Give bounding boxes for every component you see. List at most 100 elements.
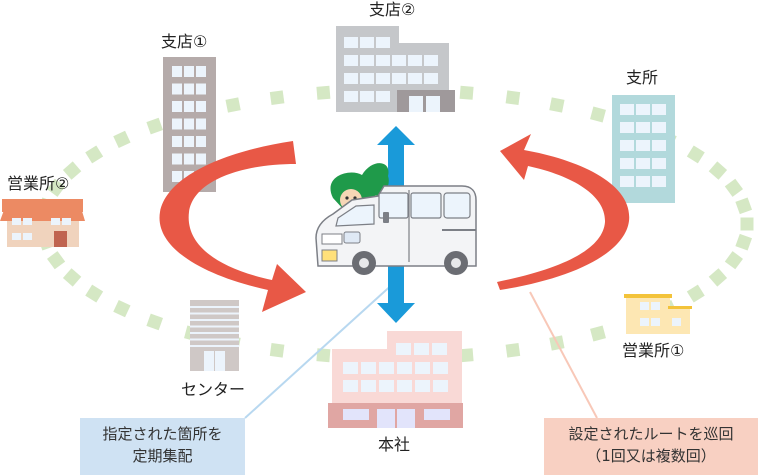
- window: [414, 343, 429, 355]
- window: [376, 37, 390, 48]
- window: [379, 380, 394, 392]
- window: [433, 362, 448, 374]
- window: [184, 66, 194, 77]
- window: [392, 55, 406, 66]
- window: [196, 83, 206, 95]
- window: [196, 118, 206, 130]
- louver-stripe: [190, 319, 239, 321]
- label-head-office: 本社: [378, 435, 411, 454]
- sales-office-2-building: [0, 199, 85, 247]
- window: [184, 101, 194, 112]
- callout-route-patrol: 設定されたルートを巡回 （1回又は複数回）: [544, 418, 758, 475]
- window: [344, 55, 358, 66]
- route-dot: [146, 117, 164, 135]
- route-dot: [735, 233, 753, 251]
- window: [360, 91, 374, 102]
- window: [620, 140, 634, 151]
- building-windows: [396, 343, 447, 355]
- window: [361, 362, 376, 374]
- route-dot: [686, 284, 705, 303]
- building-windows: [344, 91, 390, 102]
- window: [636, 122, 650, 133]
- window: [343, 362, 358, 374]
- route-dot: [735, 197, 753, 215]
- window: [433, 380, 448, 392]
- branch-store-2-building: [336, 26, 455, 112]
- route-dot: [459, 85, 474, 100]
- window: [184, 136, 194, 147]
- window: [344, 37, 358, 48]
- route-dot: [269, 342, 285, 358]
- route-dot: [459, 348, 474, 363]
- window: [652, 104, 666, 115]
- callout-scheduled-pickup-line2: 定期集配: [132, 447, 193, 465]
- window: [172, 153, 182, 165]
- window: [184, 153, 194, 165]
- route-dot: [708, 268, 728, 287]
- loop-arrow-right: [497, 134, 630, 290]
- louver-stripe: [190, 325, 239, 328]
- window: [652, 140, 666, 151]
- loop-arrow-left: [159, 141, 306, 312]
- window: [636, 140, 650, 151]
- route-dot: [113, 299, 131, 318]
- window: [361, 380, 376, 392]
- window: [196, 153, 206, 165]
- window: [652, 176, 666, 187]
- callout-route-patrol-line2: （1回又は複数回）: [586, 447, 716, 465]
- leader-line-scheduled-pickup: [244, 281, 396, 419]
- route-dot: [708, 161, 728, 180]
- window: [172, 136, 182, 147]
- route-dot: [225, 97, 241, 113]
- window: [652, 122, 666, 133]
- route-dot: [316, 85, 331, 100]
- louver-stripe: [190, 312, 239, 315]
- window: [184, 118, 194, 130]
- window: [636, 176, 650, 187]
- label-branch-office: 支所: [626, 68, 659, 87]
- window: [396, 343, 411, 355]
- window: [392, 73, 406, 84]
- building-windows: [343, 362, 448, 392]
- route-dot: [740, 217, 754, 231]
- window: [620, 104, 634, 115]
- route-dot: [62, 161, 82, 180]
- route-dot: [724, 251, 743, 270]
- center-building: [190, 300, 239, 371]
- window: [172, 101, 182, 112]
- window: [344, 73, 358, 84]
- route-dot: [724, 178, 743, 197]
- window: [636, 104, 650, 115]
- window: [172, 66, 182, 77]
- louver-stripe: [190, 332, 239, 334]
- window: [397, 362, 412, 374]
- window: [424, 73, 438, 84]
- route-dot: [62, 268, 82, 287]
- window: [376, 73, 390, 84]
- window: [415, 362, 430, 374]
- window: [376, 55, 390, 66]
- window: [376, 91, 390, 102]
- delivery-van: [315, 163, 477, 275]
- window: [196, 66, 206, 77]
- window: [172, 171, 182, 182]
- label-branch-store-1: 支店①: [161, 32, 208, 51]
- building-windows: [172, 66, 206, 182]
- window: [196, 101, 206, 112]
- window: [424, 55, 438, 66]
- window: [415, 380, 430, 392]
- window: [360, 73, 374, 84]
- window: [620, 158, 634, 169]
- route-dot: [590, 106, 606, 123]
- route-dot: [590, 325, 606, 342]
- louver-stripe: [190, 345, 239, 347]
- window: [408, 55, 422, 66]
- callout-scheduled-pickup: 指定された箇所を 定期集配: [80, 418, 245, 475]
- window: [620, 122, 634, 133]
- head-office-building: [328, 331, 463, 428]
- louver-stripe: [190, 338, 239, 341]
- window: [344, 91, 358, 102]
- branch-office-building: [612, 95, 675, 203]
- route-dot: [85, 145, 104, 164]
